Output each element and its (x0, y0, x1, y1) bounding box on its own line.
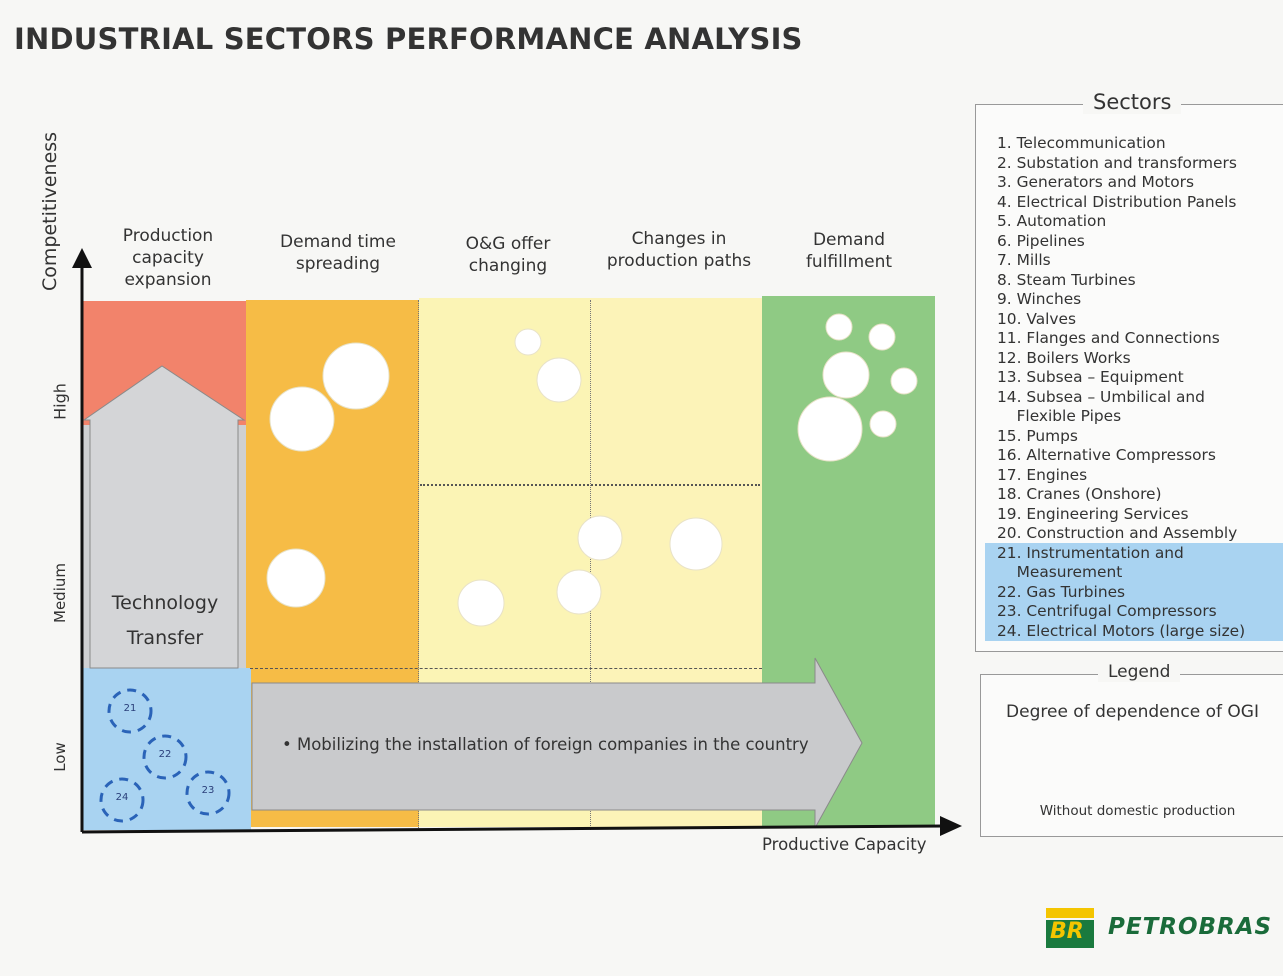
bubble (669, 517, 723, 571)
sector-item: 9. Winches (997, 290, 1082, 308)
zone-low-blue (83, 668, 251, 830)
bubble (556, 569, 602, 615)
sector-item: 1. Telecommunication (997, 134, 1166, 152)
bubble (869, 410, 897, 438)
sector-item: 10. Valves (997, 309, 1077, 328)
dashed-circle-label: 22 (158, 749, 172, 760)
br-badge-icon (1046, 908, 1094, 948)
sectors-highlight (985, 543, 1283, 641)
sector-item: 4. Electrical Distribution Panels (997, 192, 1237, 211)
page-title: INDUSTRIAL SECTORS PERFORMANCE ANALYSIS (14, 22, 803, 56)
sector-item: 3. Generators and Motors (997, 173, 1194, 191)
y-level-medium: Medium (51, 563, 69, 623)
sector-item: 22. Gas Turbines (997, 582, 1126, 601)
br-badge-text: BR (1050, 919, 1084, 944)
divider-1 (418, 300, 419, 830)
sector-item: 14. Subsea – Umbilical and (997, 387, 1205, 406)
bubble (457, 579, 505, 627)
sector-item: 15. Pumps (997, 426, 1078, 445)
legend-panel (980, 674, 1283, 837)
dashed-circle-23 (185, 770, 231, 816)
sector-item: Flexible Pipes (997, 407, 1122, 425)
dashed-circle-21 (107, 688, 153, 734)
bubble (322, 342, 390, 410)
bubble (822, 351, 870, 399)
sector-item: 5. Automation (997, 212, 1107, 230)
dashed-circle-22 (142, 734, 188, 780)
bubble (825, 313, 853, 341)
sector-item: 12. Boilers Works (997, 348, 1131, 367)
bubble (269, 386, 335, 452)
sector-item: Measurement (997, 563, 1123, 581)
sector-item: 21. Instrumentation and (997, 543, 1184, 562)
technology-transfer-arrow (82, 365, 246, 669)
dashed-circle-24 (99, 777, 145, 823)
sector-item: 17. Engines (997, 465, 1088, 484)
column-heading-og-offer: O&G offer changing (465, 234, 551, 276)
sector-item: 24. Electrical Motors (large size) (997, 621, 1246, 640)
technology-transfer-label: Technology Transfer (111, 592, 219, 649)
gridline-medium-low (250, 668, 762, 669)
bubble (514, 328, 542, 356)
sector-item: 20. Construction and Assembly (997, 524, 1238, 542)
legend-item-label: Without domestic production (1039, 803, 1236, 819)
column-heading-demand-time: Demand time spreading (280, 232, 396, 274)
dashed-circle-label: 24 (115, 792, 129, 803)
x-axis-arrowhead (940, 816, 962, 836)
x-axis (81, 824, 946, 834)
sector-item: 18. Cranes (Onshore) (997, 485, 1162, 503)
sector-item: 23. Centrifugal Compressors (997, 602, 1217, 620)
sector-item: 6. Pipelines (997, 231, 1085, 250)
bubble (577, 515, 623, 561)
y-axis-label: Competitiveness (39, 131, 61, 291)
sector-item: 13. Subsea – Equipment (997, 368, 1184, 386)
petrobras-wordmark: PETROBRAS (1108, 914, 1273, 940)
mobilizing-label: • Mobilizing the installation of foreign… (282, 735, 809, 754)
sector-item: 2. Substation and transformers (997, 153, 1237, 172)
sectors-list: 1. Telecommunication 2. Substation and t… (997, 134, 1245, 641)
y-level-high: High (50, 383, 70, 420)
column-heading-production-capacity: Production capacity expansion (122, 226, 214, 290)
sector-item: 7. Mills (997, 251, 1051, 269)
divider-2 (590, 300, 591, 830)
sector-item: 19. Engineering Services (997, 504, 1189, 523)
bubble (536, 357, 582, 403)
y-level-low: Low (51, 742, 69, 772)
bubble (890, 367, 918, 395)
legend-subtitle: Degree of dependence of OGI (1006, 702, 1259, 722)
bubble (868, 323, 896, 351)
dashed-circle-label: 21 (123, 703, 137, 714)
bubble (266, 548, 326, 608)
column-heading-production-paths: Changes in production paths (606, 229, 752, 271)
y-axis-arrowhead (72, 248, 92, 268)
dashed-circle-label: 23 (201, 785, 215, 796)
sector-item: 16. Alternative Compressors (997, 446, 1216, 464)
column-heading-demand-fulfillment: Demand fulfillment (805, 230, 893, 272)
legend-title: Legend (1098, 662, 1181, 682)
sector-item: 11. Flanges and Connections (997, 329, 1220, 347)
bubble (797, 396, 863, 462)
x-axis-label: Productive Capacity (762, 835, 927, 854)
sector-item: 8. Steam Turbines (997, 270, 1136, 289)
petrobras-logo: BR (1044, 906, 1283, 956)
sectors-title: Sectors (1083, 90, 1182, 114)
mobilizing-arrow (251, 657, 863, 829)
